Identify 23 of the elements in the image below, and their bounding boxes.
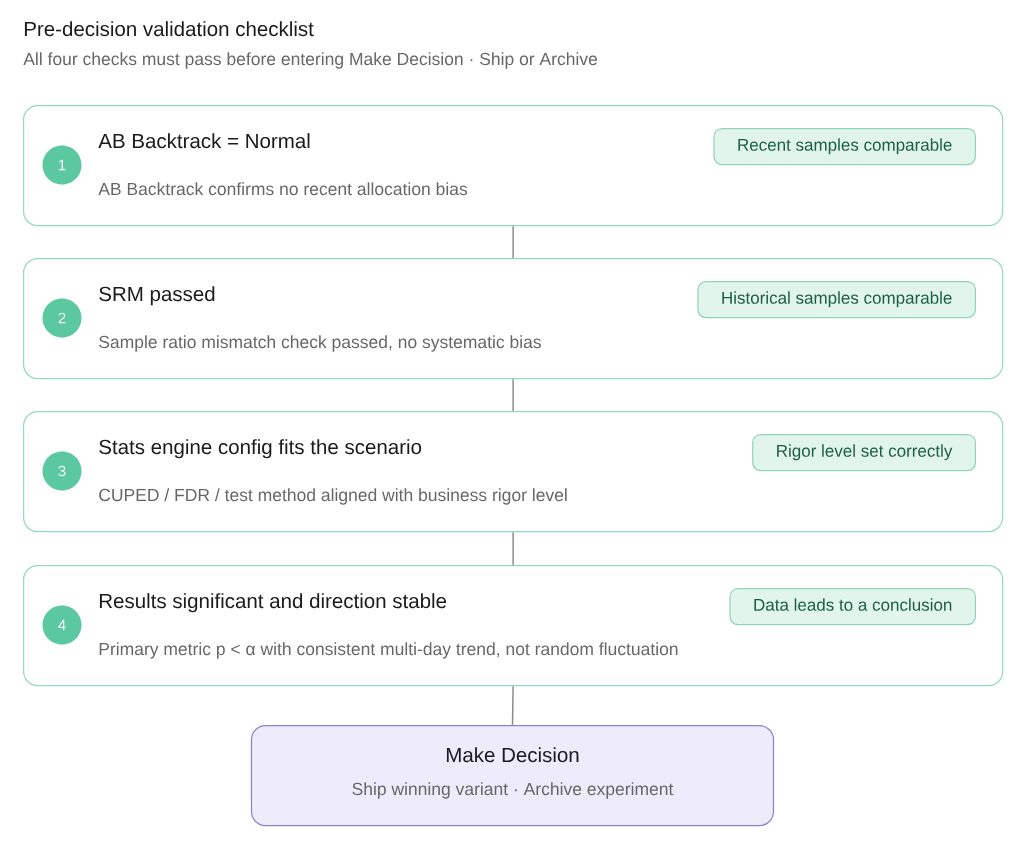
card-description: Sample ratio mismatch check passed, no systematic bias xyxy=(99,335,541,352)
connector-line xyxy=(511,685,514,726)
subtitle: All four checks must pass before entering Make Decision · Ship or Archive xyxy=(23,52,598,69)
card-title: SRM passed xyxy=(99,286,215,306)
step-number: 2 xyxy=(42,298,82,338)
step-number: 1 xyxy=(42,145,82,185)
result-tag: Data leads to a conclusion xyxy=(729,588,976,626)
result-tag: Historical samples comparable xyxy=(697,281,976,319)
result-tag: Recent samples comparable xyxy=(713,128,976,166)
connector-line xyxy=(512,531,514,566)
connector-line xyxy=(512,378,514,412)
card-description: CUPED / FDR / test method aligned with business rigor level xyxy=(99,488,567,505)
card-title: AB Backtrack = Normal xyxy=(98,133,310,149)
card-description: Primary metric p < α with consistent multi-day trend, not random fluctuation xyxy=(99,642,678,659)
step-number: 3 xyxy=(42,451,82,491)
decision-box: Make Decision Ship winning variant · Archive experiment xyxy=(250,725,775,827)
card-title: Results significant and direction stable xyxy=(99,593,447,613)
connector-line xyxy=(512,225,514,259)
card-title: Stats engine config fits the scenario xyxy=(99,439,422,459)
card-description: AB Backtrack confirms no recent allocation bias xyxy=(98,182,468,196)
diagram-title: Pre-decision validation checklist xyxy=(24,21,314,37)
step-number: 4 xyxy=(42,605,82,645)
result-tag: Rigor level set correctly xyxy=(752,434,976,472)
